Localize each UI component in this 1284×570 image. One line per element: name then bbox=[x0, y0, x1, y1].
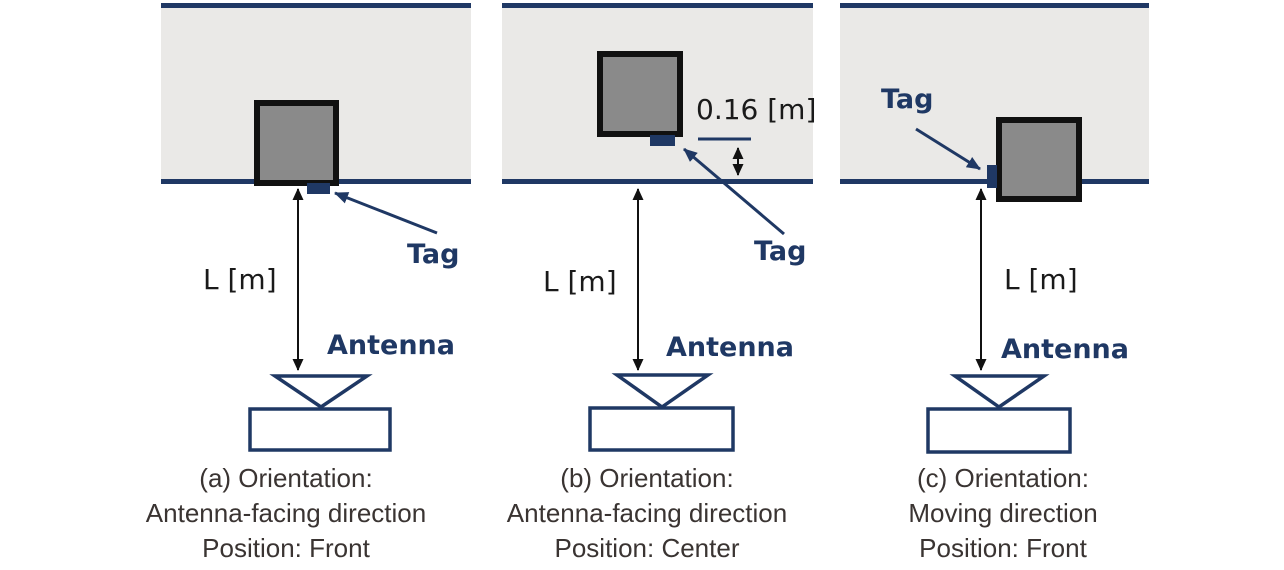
antenna-symbol-b bbox=[588, 373, 735, 452]
antenna-label-a: Antenna bbox=[327, 330, 455, 361]
tag-marker-a bbox=[307, 183, 330, 194]
tag-arrow-c bbox=[915, 127, 981, 171]
road-surface-c bbox=[840, 3, 1149, 184]
tag-marker-b bbox=[650, 135, 675, 146]
caption-c: (c) Orientation: Moving direction Positi… bbox=[823, 461, 1183, 566]
tag-label-b: Tag bbox=[754, 236, 807, 267]
caption-a-line3: Position: Front bbox=[202, 533, 370, 563]
distance-label-c: L [m] bbox=[1004, 263, 1078, 296]
caption-c-line1: (c) Orientation: bbox=[917, 463, 1089, 493]
caption-b: (b) Orientation: Antenna-facing directio… bbox=[467, 461, 827, 566]
tag-arrow-b bbox=[683, 147, 785, 236]
antenna-symbol-a bbox=[248, 374, 392, 452]
caption-b-line2: Antenna-facing direction bbox=[506, 498, 788, 528]
caption-a-line2: Antenna-facing direction bbox=[145, 498, 427, 528]
offset-label-b: 0.16 [m] bbox=[696, 93, 817, 126]
caption-c-line2: Moving direction bbox=[908, 498, 1098, 528]
caption-a-line1: (a) Orientation: bbox=[199, 463, 373, 493]
object-box-c bbox=[996, 117, 1082, 202]
caption-a: (a) Orientation: Antenna-facing directio… bbox=[106, 461, 466, 566]
caption-c-line3: Position: Front bbox=[919, 533, 1087, 563]
caption-b-line3: Position: Center bbox=[554, 533, 740, 563]
antenna-label-c: Antenna bbox=[1001, 334, 1129, 365]
caption-b-line1: (b) Orientation: bbox=[560, 463, 734, 493]
tag-arrow-a bbox=[334, 191, 438, 235]
tag-label-c: Tag bbox=[881, 84, 934, 115]
tag-label-a: Tag bbox=[407, 239, 460, 270]
distance-label-a: L [m] bbox=[203, 263, 277, 296]
distance-label-b: L [m] bbox=[543, 265, 617, 298]
object-box-a bbox=[254, 100, 339, 186]
tag-marker-c bbox=[987, 165, 997, 188]
antenna-label-b: Antenna bbox=[666, 332, 794, 363]
antenna-symbol-c bbox=[926, 374, 1072, 454]
object-box-b bbox=[597, 51, 683, 137]
